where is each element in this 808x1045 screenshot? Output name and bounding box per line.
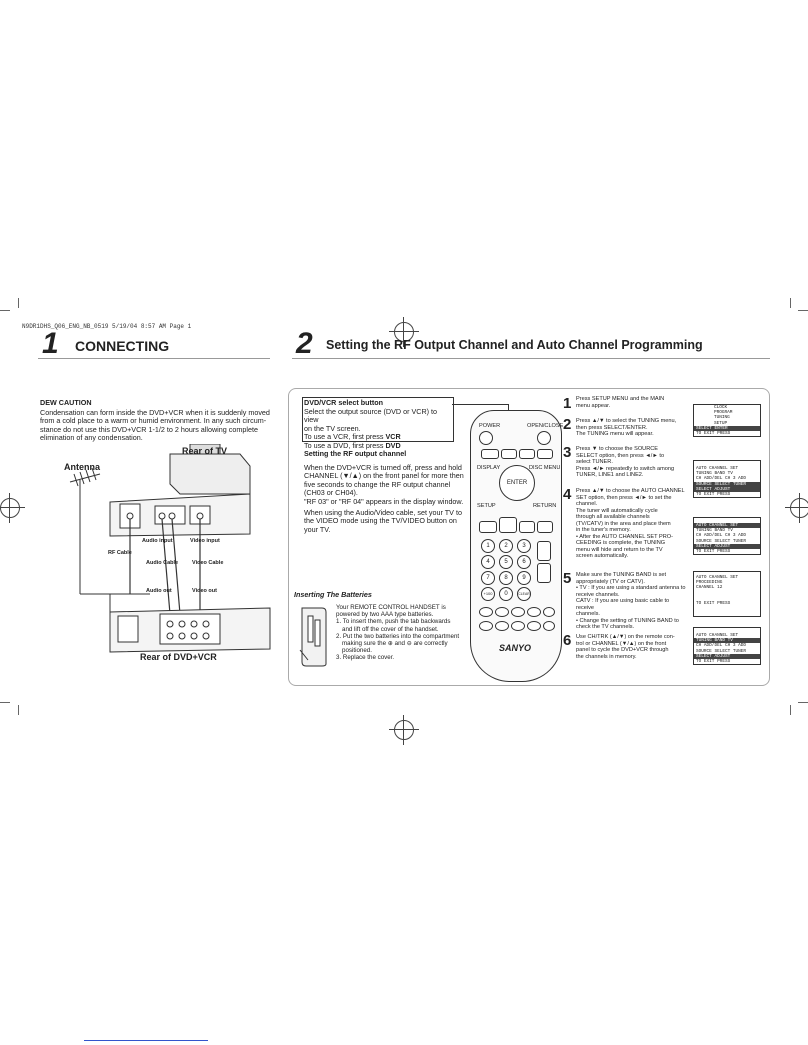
- pointer-line: [452, 404, 508, 405]
- mode-button[interactable]: [527, 607, 541, 617]
- key-7[interactable]: 7: [481, 571, 495, 585]
- rf-cable-label: RF Cable: [108, 550, 132, 556]
- return-label: RETURN: [533, 503, 557, 509]
- dew-text: Condensation can form inside the DVD+VCR…: [40, 408, 270, 443]
- power-button[interactable]: [479, 431, 493, 445]
- bottom-link-line: [84, 1040, 208, 1041]
- divider-2: [292, 358, 770, 359]
- menu-screen: CLOCK PROGRAM TUNING SETUP SELECT ENTER …: [693, 404, 761, 438]
- select-box: [302, 397, 454, 442]
- power-label: POWER: [479, 423, 501, 429]
- dvd-button[interactable]: [501, 449, 517, 459]
- rf-title: Setting the RF output channel: [304, 449, 407, 458]
- audio-input-label: Audio input: [142, 538, 173, 544]
- section-number: 1: [42, 327, 59, 360]
- step-number: 2: [563, 416, 572, 433]
- remote-control: POWER OPEN/CLOSE DISPLAY DISC MENU ENTER…: [470, 410, 564, 682]
- step-number: 1: [563, 395, 572, 412]
- step-number: 3: [563, 444, 572, 461]
- stop-button[interactable]: [519, 521, 535, 533]
- ab-button[interactable]: [511, 621, 525, 631]
- zoom-button[interactable]: [543, 607, 555, 617]
- batteries-title: Inserting The Batteries: [294, 590, 372, 599]
- nav-pad[interactable]: ENTER: [499, 465, 535, 501]
- select-box-text: Select the output source (DVD or VCR) to…: [304, 407, 438, 450]
- step-number: 6: [563, 632, 572, 649]
- audio-cable-label: Audio Cable: [146, 560, 179, 566]
- diagram-drawing: [69, 443, 271, 653]
- divider: [38, 358, 270, 359]
- select-box-title: DVD/VCR select button: [304, 398, 384, 407]
- disc-menu-label: DISC MENU: [529, 465, 561, 471]
- rear-dvd-label: Rear of DVD+VCR: [140, 652, 217, 662]
- key-5[interactable]: 5: [499, 555, 513, 569]
- proceeding-screen: AUTO CHANNEL SET PROCEEDING CHANNEL 12 T…: [693, 571, 761, 617]
- key-9[interactable]: 9: [517, 571, 531, 585]
- setup-label: SETUP: [477, 503, 496, 509]
- rewind-button[interactable]: [479, 521, 497, 533]
- key-6[interactable]: 6: [517, 555, 531, 569]
- open-button[interactable]: [537, 449, 553, 459]
- audio-button[interactable]: [479, 607, 493, 617]
- key-100[interactable]: +100: [481, 587, 495, 601]
- rear-tv-label: Rear of TV: [182, 446, 228, 456]
- step-number: 5: [563, 570, 572, 587]
- print-header: N9DR1DHS_Q06_ENG_NB_0519 5/19/04 8:57 AM…: [22, 323, 192, 330]
- repeat-button[interactable]: [495, 621, 509, 631]
- video-input-label: Video input: [190, 538, 220, 544]
- subtitle-button[interactable]: [495, 607, 509, 617]
- key-2[interactable]: 2: [499, 539, 513, 553]
- connection-diagram: Antenna Rear of TV Audio input Video inp…: [40, 443, 272, 674]
- key-8[interactable]: 8: [499, 571, 513, 585]
- ffwd-button[interactable]: [537, 521, 553, 533]
- open-close-button[interactable]: [537, 431, 551, 445]
- ch-down-button[interactable]: [537, 563, 551, 583]
- key-3[interactable]: 3: [517, 539, 531, 553]
- video-out-label: Video out: [192, 588, 217, 594]
- key-1[interactable]: 1: [481, 539, 495, 553]
- ch-up-button[interactable]: [537, 541, 551, 561]
- play-button[interactable]: [499, 517, 517, 533]
- vcr-button[interactable]: [519, 449, 535, 459]
- display-label: DISPLAY: [477, 465, 501, 471]
- auto-channel-screen: AUTO CHANNEL SET TUNING BAND TV CH ADD/D…: [693, 517, 761, 556]
- antenna-label: Antenna: [64, 462, 100, 472]
- tuning-screen: AUTO CHANNEL SET TUNING BAND TV CH ADD/D…: [693, 460, 761, 499]
- open-close-label: OPEN/CLOSE: [527, 423, 564, 429]
- step-text: Use CH/TRK (▲/▼) on the remote con-trol …: [576, 634, 675, 660]
- spslp-button[interactable]: [543, 621, 555, 631]
- step-number: 4: [563, 486, 572, 503]
- title-button[interactable]: [479, 621, 493, 631]
- section-title-2: Setting the RF Output Channel and Auto C…: [326, 338, 703, 352]
- slow-button[interactable]: [527, 621, 541, 631]
- angle-button[interactable]: [511, 607, 525, 617]
- key-4[interactable]: 4: [481, 555, 495, 569]
- audio-out-label: Audio out: [146, 588, 172, 594]
- rf-text: When the DVD+VCR is turned off, press an…: [304, 463, 464, 534]
- key-0[interactable]: 0: [499, 587, 513, 601]
- section-title: CONNECTING: [75, 338, 170, 354]
- video-cable-label: Video Cable: [192, 560, 224, 566]
- key-clear[interactable]: CLEAR: [517, 587, 531, 601]
- step-text: Press ▲/▼ to select the TUNING menu,then…: [576, 418, 677, 437]
- brand-logo: SANYO: [499, 643, 532, 653]
- tv-video-button[interactable]: [481, 449, 499, 459]
- dew-title: DEW CAUTION: [40, 398, 92, 407]
- batteries-text: Your REMOTE CONTROL HANDSET is powered b…: [336, 604, 460, 662]
- section-number-2: 2: [296, 327, 313, 360]
- battery-illustration: [296, 606, 332, 668]
- channel-screen: AUTO CHANNEL SET TUNING BAND TV CH ADD/D…: [693, 627, 761, 666]
